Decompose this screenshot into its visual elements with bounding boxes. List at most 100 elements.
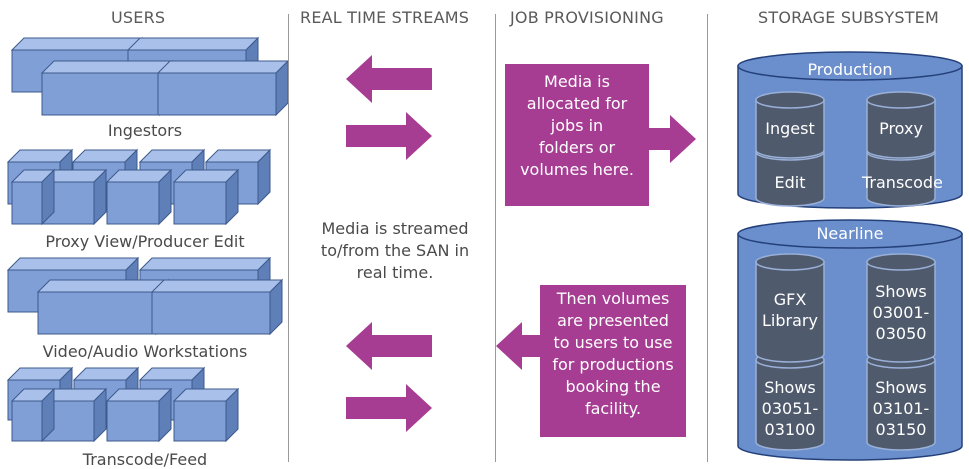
box-top-face: [10, 37, 144, 51]
box-front-face: [106, 181, 160, 225]
nearline-volumes-right-upper: [866, 253, 936, 363]
workstation-box: [156, 59, 290, 117]
volume-shows-03051-label: Shows 03051- 03100: [755, 377, 825, 440]
nearline-volumes-left-upper-body: [755, 261, 825, 363]
box-front-face: [173, 400, 227, 442]
allocate-box-line: allocated for: [526, 94, 628, 113]
nearline-volumes-right-upper-body: [866, 261, 936, 363]
separator-provisioning-storage: [707, 14, 708, 462]
group-label-ingestors: Ingestors: [107, 121, 183, 140]
present-box-line: booking the: [565, 377, 661, 396]
streams-note-line: to/from the SAN in: [320, 241, 470, 260]
workstation-box: [40, 59, 174, 117]
streams-note-line: real time.: [356, 263, 434, 282]
group-label-video-audio-workstations: Video/Audio Workstations: [42, 342, 248, 361]
production-volumes-left-upper-body: [755, 99, 825, 159]
box-front-face: [106, 400, 160, 442]
box-front-face: [41, 72, 161, 116]
real-time-streams-header: REAL TIME STREAMS: [300, 8, 470, 27]
arrow-right-bottom: [346, 384, 432, 432]
volume-edit-label: Edit: [774, 173, 806, 192]
production-volumes-left-lower-body: [755, 151, 825, 207]
volume-label-line: 03101-: [872, 399, 930, 418]
volume-proxy-label: Proxy: [879, 119, 923, 138]
nearline-cylinder-top: [737, 219, 963, 249]
volume-label-line: 03051-: [761, 399, 819, 418]
production-volumes-right-lower-body: [866, 151, 936, 207]
workstation-box: [36, 278, 170, 336]
job-provisioning-header: JOB PROVISIONING: [510, 8, 664, 27]
volume-label-line: 03150: [875, 420, 927, 439]
workstation-box: [172, 168, 240, 226]
production-volumes-left-upper-top: [755, 91, 825, 109]
volume-label-line: Shows: [764, 378, 816, 397]
present-box-line: facility.: [584, 399, 642, 418]
production-cylinder-top: [737, 51, 963, 81]
arrow-allocate-to-storage: [649, 115, 696, 163]
separator-users-streams: [288, 14, 289, 462]
nearline-volumes-left-upper-top: [755, 253, 825, 271]
production-volumes-right-upper-top: [866, 91, 936, 109]
arrow-present-to-users: [496, 322, 541, 370]
allocate-box-line: folders or: [538, 138, 616, 157]
nearline-volumes-left-upper: [755, 253, 825, 363]
nearline-volumes-right-upper-top: [866, 253, 936, 271]
allocate-media-box: Media is allocated for jobs in folders o…: [505, 64, 649, 206]
box-top-face: [150, 279, 284, 293]
present-volumes-box: Then volumes are presented to users to u…: [540, 285, 686, 437]
arrow-left-top: [346, 55, 432, 103]
box-front-face: [11, 400, 43, 442]
volume-label-line: 03001-: [872, 303, 930, 322]
volume-gfx-library-label: GFX Library: [755, 289, 825, 331]
allocate-box-line: jobs in: [550, 116, 604, 135]
nearline-label: Nearline: [816, 224, 884, 243]
box-front-face: [11, 181, 43, 225]
workstation-box: [150, 278, 284, 336]
storage-subsystem-header: STORAGE SUBSYSTEM: [758, 8, 939, 27]
box-front-face: [157, 72, 277, 116]
box-top-face: [126, 37, 260, 51]
box-top-face: [40, 60, 174, 74]
volume-shows-03001-label: Shows 03001- 03050: [866, 281, 936, 344]
volume-label-line: 03100: [764, 420, 816, 439]
arrow-left-bottom: [346, 322, 432, 370]
box-front-face: [37, 291, 157, 335]
box-top-face: [6, 257, 140, 271]
nearline-volumes-right-lower-body: [866, 359, 936, 451]
volume-label-line: 03050: [875, 324, 927, 343]
production-volumes-right-upper: [866, 91, 936, 159]
allocate-box-line: volumes here.: [520, 160, 634, 179]
production-label: Production: [807, 60, 893, 79]
production-volumes-left-upper: [755, 91, 825, 159]
volume-label-line: Shows: [875, 282, 927, 301]
arrow-right-top: [346, 112, 432, 160]
box-top-face: [36, 279, 170, 293]
workstation-box: [10, 168, 56, 226]
present-box-line: Then volumes: [556, 289, 670, 308]
streams-note: Media is streamed to/from the SAN in rea…: [300, 218, 490, 284]
volume-ingest-label: Ingest: [765, 119, 815, 138]
allocate-box-line: Media is: [544, 72, 610, 91]
streams-note-line: Media is streamed: [321, 219, 469, 238]
workstation-box: [105, 387, 173, 443]
group-label-transcode-feed: Transcode/Feed: [82, 450, 208, 469]
volume-label-line: GFX: [773, 290, 807, 309]
workstation-box: [105, 168, 173, 226]
separator-streams-provisioning: [495, 14, 496, 462]
group-label-proxy-view-producer-edit: Proxy View/Producer Edit: [45, 232, 245, 251]
volume-label-line: Shows: [875, 378, 927, 397]
workstation-box: [172, 387, 240, 443]
box-front-face: [173, 181, 227, 225]
present-box-line: are presented: [557, 311, 669, 330]
present-box-line: for productions: [552, 355, 674, 374]
volume-transcode-label: Transcode: [862, 173, 943, 192]
volume-label-line: Library: [762, 311, 818, 330]
production-volumes-right-upper-body: [866, 99, 936, 159]
box-front-face: [151, 291, 271, 335]
present-box-line: to users to use: [553, 333, 673, 352]
box-top-face: [138, 257, 272, 271]
volume-shows-03101-label: Shows 03101- 03150: [866, 377, 936, 440]
nearline-volumes-left-lower-body: [755, 359, 825, 451]
users-header: USERS: [111, 8, 166, 27]
